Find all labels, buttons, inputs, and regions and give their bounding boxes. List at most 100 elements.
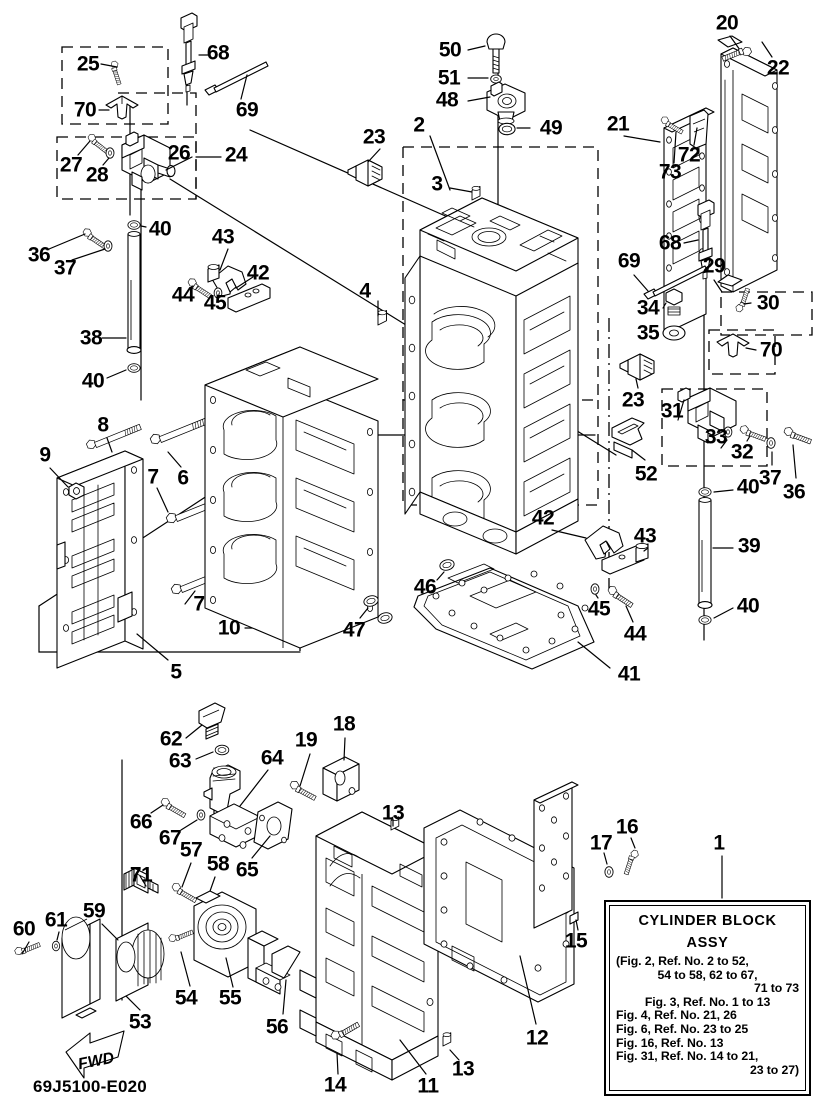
legend-ref-line: Fig. 3, Ref. No. 1 to 13 (644, 994, 771, 1009)
part-8-long-stud (85, 420, 142, 451)
part-46-oring (438, 557, 456, 573)
leader-13b (449, 1049, 460, 1061)
callout-number-19: 19 (294, 728, 318, 752)
part-3-dowel-center (471, 185, 481, 201)
leader-18 (343, 737, 346, 761)
callout-number-56: 56 (265, 1015, 289, 1039)
leader-64 (239, 769, 269, 807)
part-19-bolt (288, 779, 319, 802)
leader-67 (180, 819, 198, 831)
callout-number-16: 16 (615, 815, 639, 839)
part-23-fitting-right (619, 353, 655, 381)
leader-23a (367, 148, 381, 163)
callout-number-67: 67 (158, 826, 182, 850)
part-71-oil-pressure-switch (123, 867, 159, 894)
callout-number-50: 50 (438, 38, 462, 62)
callout-number-51: 51 (437, 66, 461, 90)
callout-number-30: 30 (756, 291, 780, 315)
part-63-oring (214, 744, 230, 756)
leader-30 (743, 302, 752, 305)
cylinder-block-rear-view (204, 346, 379, 649)
leader-20 (729, 35, 741, 51)
leader-28 (102, 157, 110, 166)
callout-number-70: 70 (73, 98, 97, 122)
part-40-oring-right-top (698, 487, 712, 497)
part-36-bolt-right2 (782, 425, 814, 445)
part-43-bushing-right (635, 542, 649, 563)
part-5-exhaust-cover (56, 450, 144, 669)
callout-number-43: 43 (633, 524, 657, 548)
leader-16 (630, 837, 636, 849)
callout-number-40: 40 (148, 217, 172, 241)
callout-number-46: 46 (413, 575, 437, 599)
part-18-plate (322, 756, 360, 802)
callout-number-48: 48 (435, 88, 459, 112)
callout-number-28: 28 (85, 163, 109, 187)
callout-number-14: 14 (323, 1073, 347, 1097)
callout-number-13: 13 (381, 801, 405, 825)
leader-21 (623, 135, 661, 143)
leader-32 (746, 435, 751, 442)
callout-number-13: 13 (451, 1057, 475, 1081)
leader-36b (792, 444, 797, 479)
leader-54 (180, 951, 191, 987)
callout-number-69: 69 (617, 249, 641, 273)
callout-number-52: 52 (634, 462, 658, 486)
part-16-bolt (623, 848, 640, 877)
callout-number-25: 25 (76, 52, 100, 76)
part-54-bolt (167, 926, 194, 944)
part-43-bushing-left (207, 264, 220, 283)
part-49-oring (498, 122, 516, 136)
part-41-crankcase-gasket (413, 563, 595, 670)
part-4-dowel-left (377, 310, 387, 326)
callout-number-41: 41 (617, 662, 641, 686)
part-40-oring-right-bottom (698, 615, 712, 625)
part-47-oring-b (376, 610, 394, 626)
callout-number-4: 4 (359, 279, 371, 303)
legend-ref-line: 23 to 27) (750, 1062, 799, 1077)
part-32-bolt-right (738, 424, 768, 443)
leader-14 (336, 1052, 339, 1075)
part-28-washer (105, 147, 115, 159)
callout-number-10: 10 (217, 616, 241, 640)
part-23-fitting-top (347, 159, 383, 187)
part-40-oring-left-bottom (127, 363, 141, 373)
leader-48 (467, 96, 491, 102)
callout-number-65: 65 (235, 858, 259, 882)
callout-number-44: 44 (623, 622, 647, 646)
leader-15 (575, 919, 579, 931)
leader-40d (713, 607, 734, 619)
callout-number-63: 63 (168, 749, 192, 773)
leader-44a (189, 285, 194, 289)
callout-number-60: 60 (12, 917, 36, 941)
leader-36a (48, 233, 86, 250)
part-65-gasket (253, 801, 293, 850)
callout-number-38: 38 (79, 326, 103, 350)
callout-number-1: 1 (713, 831, 725, 855)
callout-number-27: 27 (59, 153, 83, 177)
part-24-oil-pump-right (677, 387, 737, 444)
callout-number-21: 21 (606, 112, 630, 136)
leader-50 (467, 45, 486, 51)
callout-number-47: 47 (342, 618, 366, 642)
callout-number-36: 36 (782, 480, 806, 504)
leader-12 (519, 955, 537, 1025)
callout-number-64: 64 (260, 746, 284, 770)
callout-number-68: 68 (206, 41, 230, 65)
callout-number-7: 7 (193, 592, 205, 616)
callout-number-59: 59 (82, 899, 106, 923)
part-64-thermostat-cover (203, 764, 261, 849)
leader-47 (359, 607, 369, 619)
callout-number-61: 61 (44, 908, 68, 932)
leader-52 (631, 449, 646, 461)
part-48-thermostat-housing (486, 81, 526, 125)
callout-number-40: 40 (736, 475, 760, 499)
callout-number-23: 23 (362, 125, 386, 149)
part-35-washer-right (662, 325, 686, 341)
leader-2 (429, 135, 451, 191)
part-59-oil-filter-element (115, 922, 165, 1002)
leader-71 (139, 875, 147, 887)
callout-number-42: 42 (531, 506, 555, 530)
part-15-cover-plate (533, 781, 579, 929)
callout-number-22: 22 (766, 56, 790, 80)
